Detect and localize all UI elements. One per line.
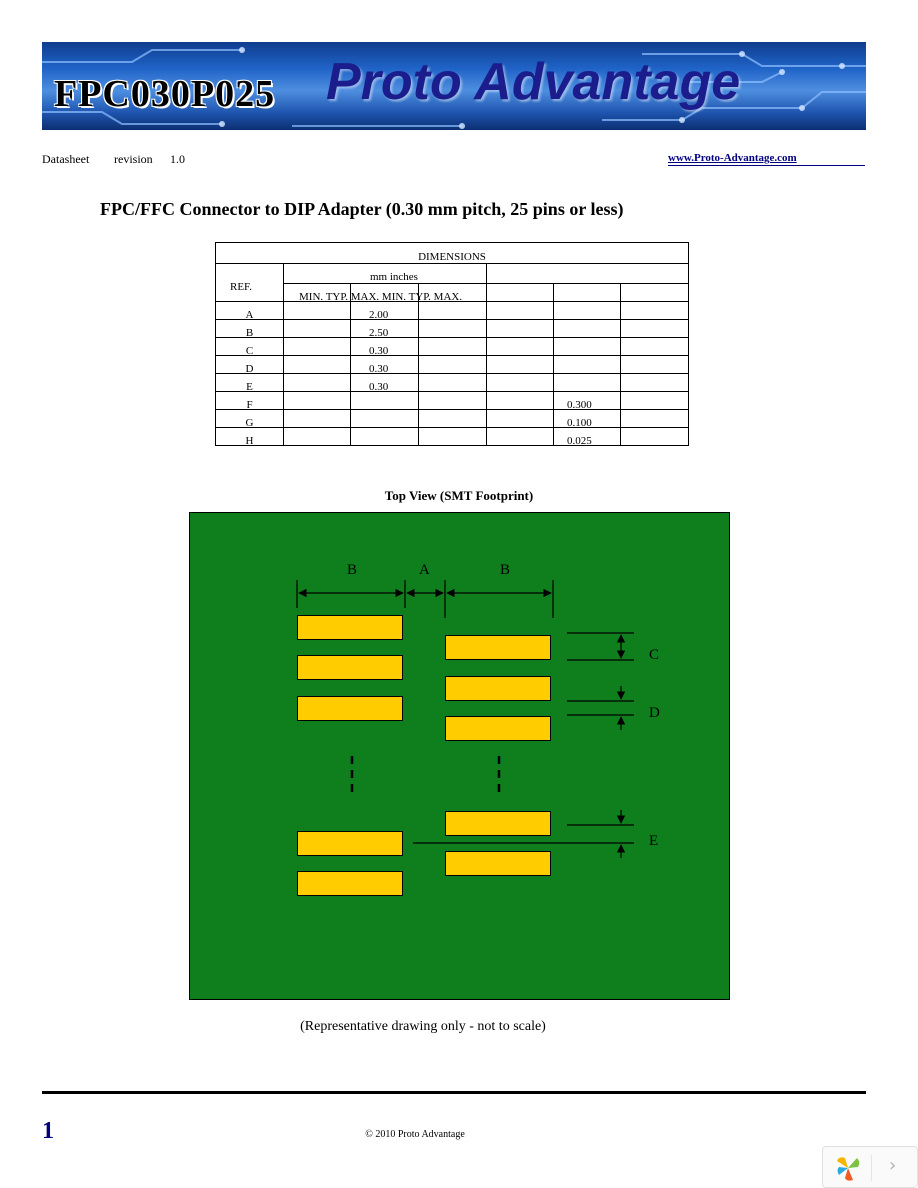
limit-header: MIN. TYP. MAX. MIN. TYP. MAX. <box>299 291 463 303</box>
ref-cell: F <box>246 399 253 411</box>
mm-typ-cell: 2.50 <box>369 327 389 339</box>
widget-separator <box>871 1155 872 1181</box>
website-link[interactable]: www.Proto-Advantage.com <box>668 152 865 166</box>
page-number: 1 <box>42 1118 54 1144</box>
dimension-label-b-left: B <box>347 562 358 578</box>
smt-pad <box>445 716 551 741</box>
dimensions-table: DIMENSIONS REF. mm inches MIN. TYP. MAX.… <box>215 242 689 447</box>
smt-pad <box>297 871 403 896</box>
smt-pad <box>445 811 551 836</box>
mm-typ-cell: 0.30 <box>369 345 389 357</box>
dimension-label-a: A <box>419 562 430 578</box>
document-title: FPC/FFC Connector to DIP Adapter (0.30 m… <box>100 199 624 219</box>
in-typ-cell: 0.025 <box>567 435 592 447</box>
in-typ-cell: 0.300 <box>567 399 592 411</box>
pcb-footprint-drawing: B A B C D E <box>189 512 730 1000</box>
mm-typ-cell: 0.30 <box>369 363 389 375</box>
viewer-widget: › <box>822 1146 918 1188</box>
dimensions-caption: DIMENSIONS <box>418 251 486 263</box>
revision-label: revision <box>114 152 153 166</box>
dimension-label-d: D <box>649 705 660 721</box>
footer-divider <box>42 1091 866 1094</box>
ref-cell: E <box>246 381 253 393</box>
drawing-note: (Representative drawing only - not to sc… <box>300 1019 546 1034</box>
dimension-label-c: C <box>649 647 660 663</box>
smt-pad <box>297 831 403 856</box>
chevron-right-icon[interactable]: › <box>889 1155 897 1176</box>
dimension-lines <box>296 580 634 858</box>
brand-name: Proto Advantage <box>326 53 741 111</box>
ref-cell: A <box>245 309 254 321</box>
ref-cell: C <box>245 345 254 357</box>
mm-typ-cell: 2.00 <box>369 309 389 321</box>
ref-cell: D <box>245 363 254 375</box>
smt-pad <box>445 676 551 701</box>
smt-pad <box>297 655 403 680</box>
smt-pad <box>445 635 551 660</box>
header-banner: FPC030P025 Proto Advantage <box>42 42 866 130</box>
pinwheel-logo-icon <box>837 1157 860 1181</box>
smt-pad <box>445 851 551 876</box>
drawing-title: Top View (SMT Footprint) <box>384 488 534 503</box>
circuit-trace-graphic <box>42 47 866 129</box>
ref-header: REF. <box>230 281 253 293</box>
part-number: FPC030P025 <box>54 73 276 115</box>
dimension-label-e: E <box>649 833 659 849</box>
copyright-text: © 2010 Proto Advantage <box>365 1129 465 1140</box>
doc-type-label: Datasheet <box>42 152 90 166</box>
ref-cell: B <box>245 327 254 339</box>
smt-pad <box>297 696 403 721</box>
ref-cell: G <box>245 417 254 429</box>
unit-header: mm inches <box>370 271 418 283</box>
dimension-label-b-right: B <box>500 562 511 578</box>
smt-pad <box>297 615 403 640</box>
mm-typ-cell: 0.30 <box>369 381 389 393</box>
revision-number: 1.0 <box>170 152 185 166</box>
in-typ-cell: 0.100 <box>567 417 592 429</box>
ref-cell: H <box>245 435 254 447</box>
